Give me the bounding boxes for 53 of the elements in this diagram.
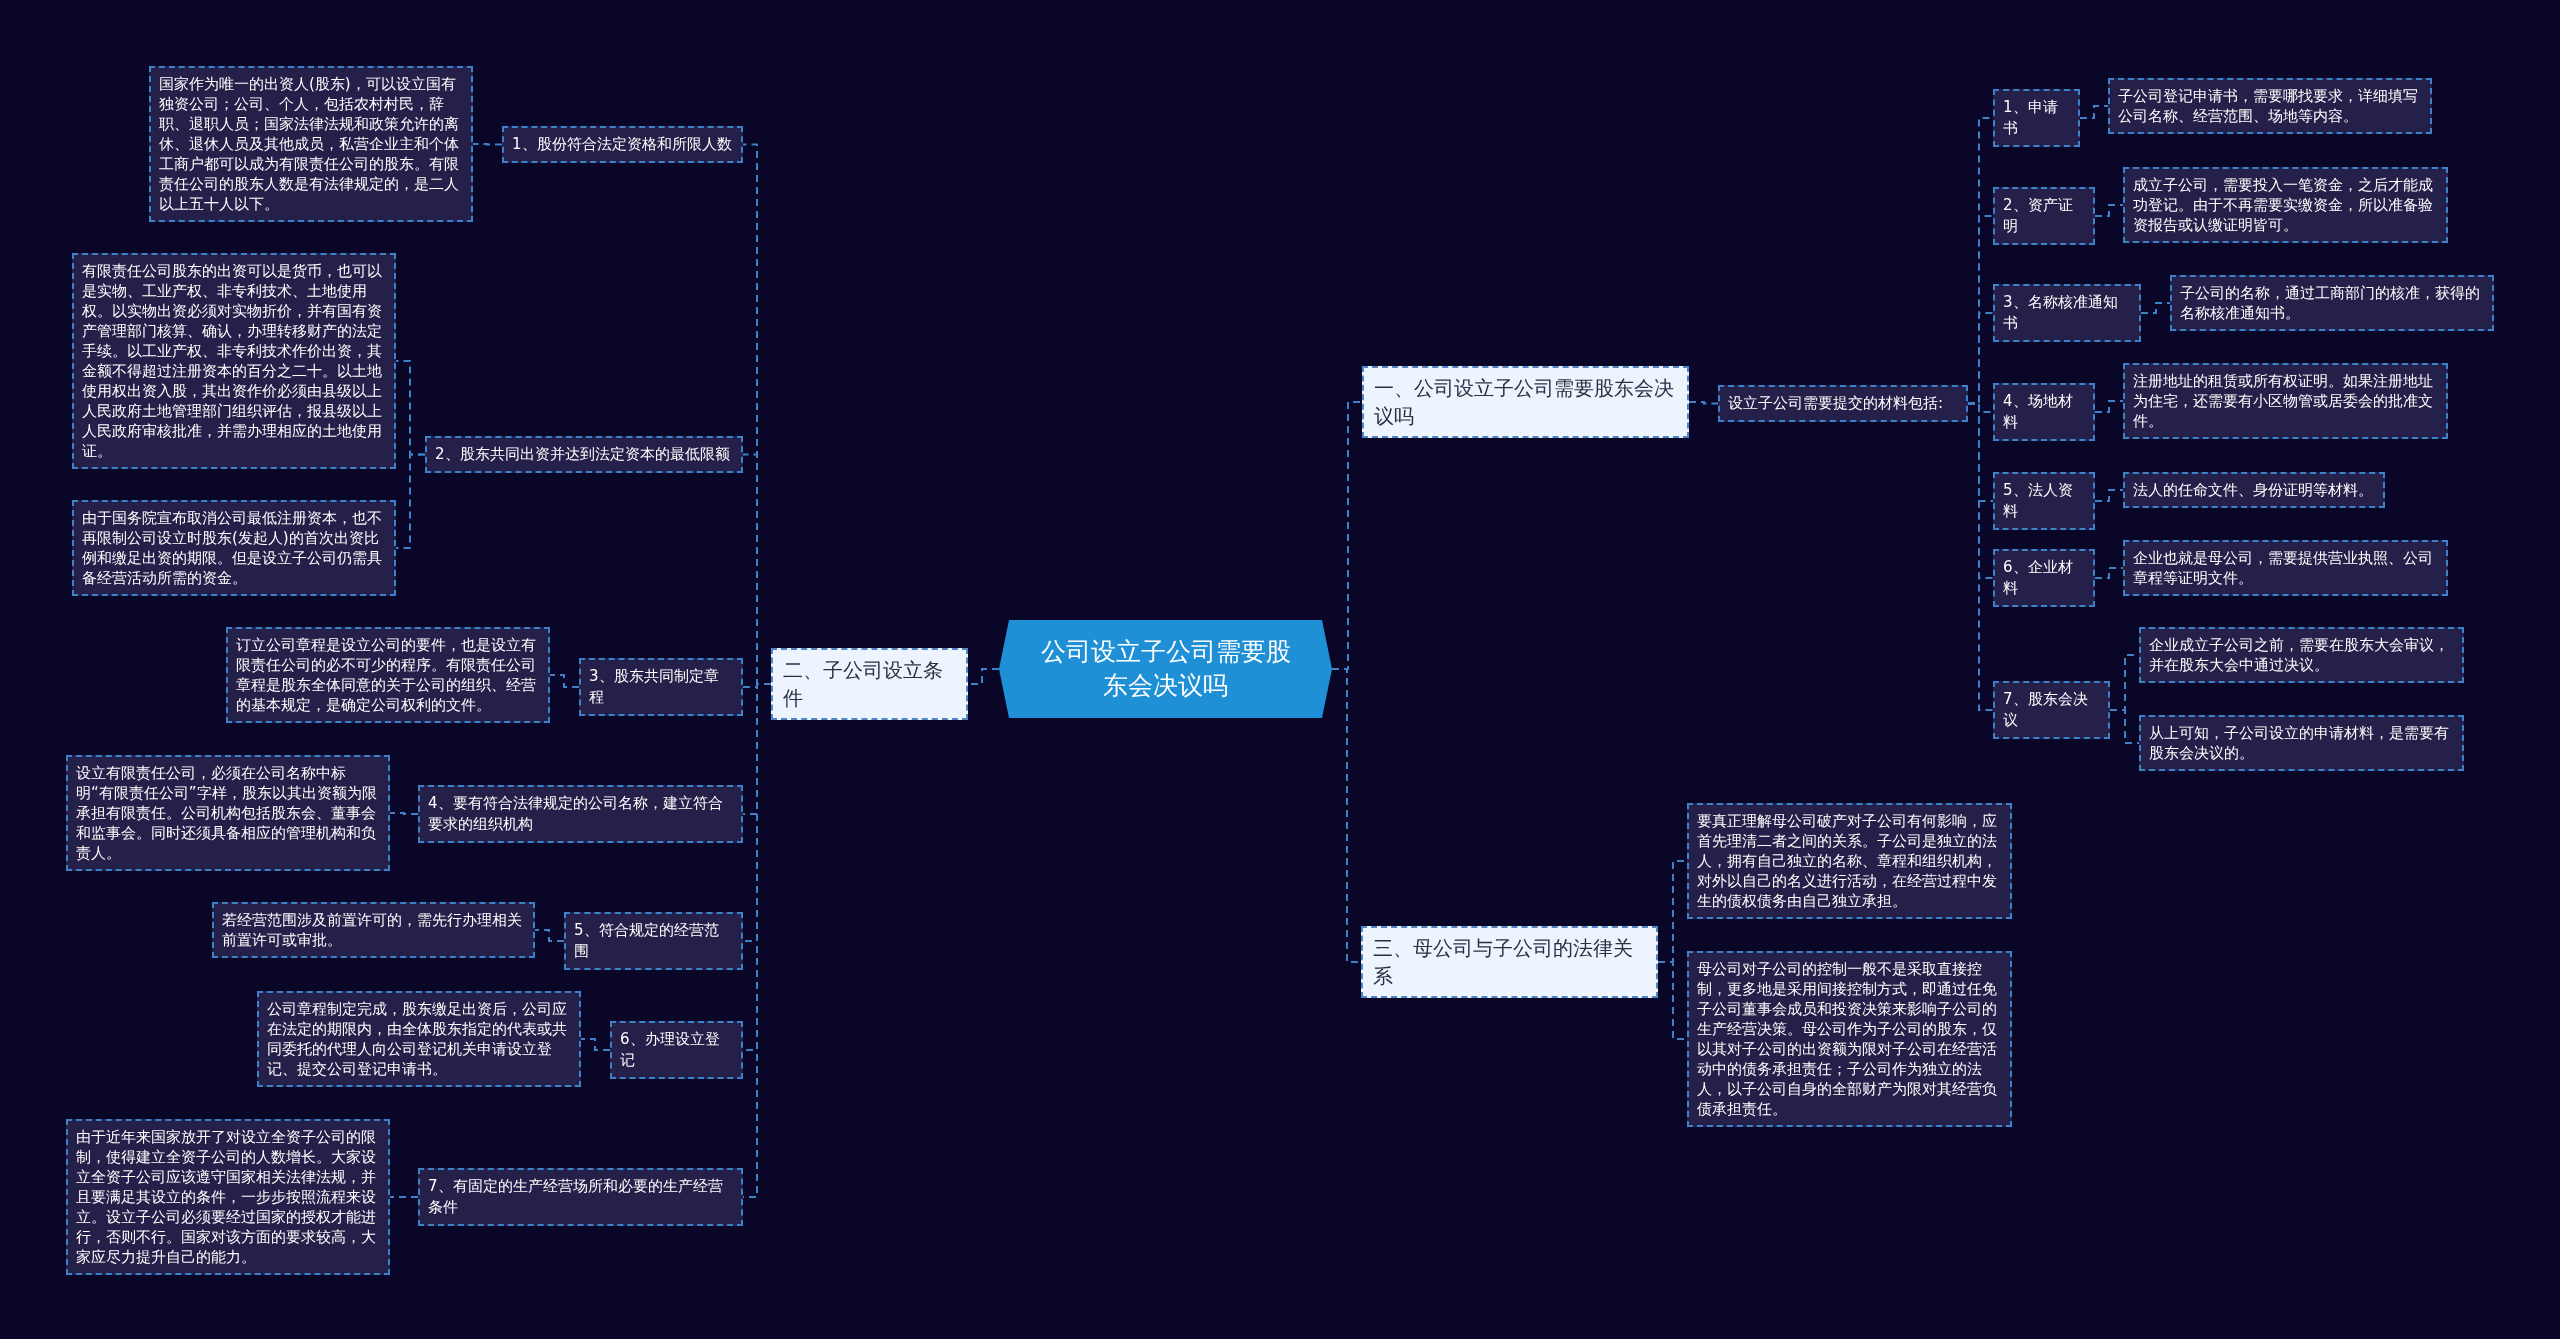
detail-note-box: 企业也就是母公司，需要提供营业执照、公司章程等证明文件。 [2123, 540, 2448, 596]
connector-line [549, 674, 580, 688]
connector-line [2094, 204, 2124, 217]
connector-line [389, 812, 419, 815]
detail-note-box: 若经营范围涉及前置许可的，需先行办理相关前置许可或审批。 [212, 902, 535, 958]
detail-note-box: 由于近年来国家放开了对设立全资子公司的限制，使得建立全资子公司的人数增长。大家设立全资子公司应该遵守国家相关法律法规，并且要满足其设立的条件，一步步按照流程来设立。设立子公司必须要经过国家的授权才能进行，否则不行。国家对该方面的要求较高，大家应尽力提升自己的能力。 [66, 1119, 390, 1275]
connector-line [2140, 302, 2171, 314]
subtopic-box: 1、申请书 [1993, 89, 2080, 147]
subtopic-box: 4、要有符合法律规定的公司名称，建立符合要求的组织机构 [418, 785, 743, 843]
subtopic-box: 7、有固定的生产经营场所和必要的生产经营条件 [418, 1168, 743, 1226]
branch-topic-box: 三、母公司与子公司的法律关系 [1361, 926, 1658, 998]
connector-line [2079, 105, 2109, 119]
detail-note-box: 有限责任公司股东的出资可以是货币，也可以是实物、工业产权、非专利技术、土地使用权。以实物出资必须对实物折价，并有国有资产管理部门核算、确认，办理转移财产的法定手续。以工业产权、非专利技术作价出资，其金额不得超过注册资本的百分之二十。以土地使用权出资入股，其出资作价必须由县级以上人民政府土地管理部门组织评估，报县级以上人民政府审核批准，并需办理相应的土地使用证。 [72, 253, 396, 469]
detail-note-box: 子公司的名称，通过工商部门的核准，获得的名称核准通知书。 [2170, 275, 2494, 331]
subtopic-box: 3、名称核准通知书 [1993, 284, 2141, 342]
connector-line [2094, 489, 2124, 502]
connector-line [395, 453, 426, 549]
connector-line [1967, 402, 1994, 711]
subtopic-box: 设立子公司需要提交的材料包括: [1718, 385, 1968, 422]
connector-line [580, 1038, 611, 1051]
subtopic-box: 5、法人资料 [1993, 472, 2095, 530]
detail-note-box: 从上可知，子公司设立的申请材料，是需要有股东会决议的。 [2139, 715, 2464, 771]
connector-line [1688, 401, 1719, 405]
detail-note-box: 设立有限责任公司，必须在公司名称中标明“有限责任公司”字样，股东以其出资额为限承担有限责任。公司机构包括股东会、董事会和监事会。同时还须具备相应的管理机构和负责人。 [66, 755, 390, 871]
detail-note-box: 订立公司章程是设立公司的要件，也是设立有限责任公司的必不可少的程序。有限责任公司章程是股东全体同意的关于公司的组织、经营的基本规定，是确定公司权利的文件。 [226, 627, 550, 723]
detail-note-box: 法人的任命文件、身份证明等材料。 [2123, 472, 2385, 508]
detail-note-box: 公司章程制定完成，股东缴足出资后，公司应在法定的期限内，由全体股东指定的代表或共同委托的代理人向公司登记机关申请设立登记、提交公司登记申请书。 [257, 991, 581, 1087]
subtopic-box: 2、股东共同出资并达到法定资本的最低限额 [425, 436, 743, 473]
subtopic-box: 6、办理设立登记 [610, 1021, 743, 1079]
subtopic-box: 6、企业材料 [1993, 549, 2095, 607]
detail-note-box: 子公司登记申请书，需要哪找要求，详细填写公司名称、经营范围、场地等内容。 [2108, 78, 2432, 134]
subtopic-box: 5、符合规定的经营范围 [564, 912, 743, 970]
detail-note-box: 企业成立子公司之前，需要在股东大会审议，并在股东大会中通过决议。 [2139, 627, 2464, 683]
detail-note-box: 由于国务院宣布取消公司最低注册资本，也不再限制公司设立时股东(发起人)的首次出资比例和缴足出资的期限。但是设立子公司仍需具备经营活动所需的资金。 [72, 500, 396, 596]
detail-note-box: 国家作为唯一的出资人(股东)，可以设立国有独资公司；公司、个人，包括农村村民，辞职、退职人员；国家法律法规和政策允许的离休、退休人员及其他成员，私营企业主和个体工商户都可以成为有限责任公司的股东。有限责任公司的股东人数是有法律规定的，是二人以上五十人以下。 [149, 66, 473, 222]
connector-line [2094, 400, 2124, 413]
subtopic-box: 1、股份符合法定资格和所限人数 [502, 126, 743, 163]
detail-note-box: 注册地址的租赁或所有权证明。如果注册地址为住宅，还需要有小区物管或居委会的批准文件。 [2123, 363, 2448, 439]
connector-line [2094, 567, 2124, 579]
subtopic-box: 3、股东共同制定章程 [579, 658, 743, 716]
central-topic-hexagon: 公司设立子公司需要股东会决议吗 [999, 620, 1332, 718]
subtopic-box: 2、资产证明 [1993, 187, 2095, 245]
connector-line [534, 929, 565, 942]
connector-line [2109, 709, 2140, 744]
detail-note-box: 成立子公司，需要投入一笔资金，之后才能成功登记。由于不再需要实缴资金，所以准备验资报告或认缴证明皆可。 [2123, 167, 2448, 243]
subtopic-box: 7、股东会决议 [1993, 681, 2110, 739]
branch-topic-box: 一、公司设立子公司需要股东会决议吗 [1362, 366, 1689, 438]
detail-note-box: 母公司对子公司的控制一般不是采取直接控制，更多地是采用间接控制方式，即通过任免子公司董事会成员和投资决策来影响子公司的生产经营决策。母公司作为子公司的股东，仅以其对子公司的出资额为限对子公司在经营活动中的债务承担责任；子公司作为独立的法人，以子公司自身的全部财产为限对其经营负债承担责任。 [1687, 951, 2012, 1127]
connector-line [472, 143, 503, 146]
connector-line [389, 1196, 419, 1198]
detail-note-box: 要真正理解母公司破产对子公司有何影响，应首先理清二者之间的关系。子公司是独立的法人，拥有自己独立的名称、章程和组织机构，对外以自己的名义进行活动，在经营过程中发生的债权债务由自己独立承担。 [1687, 803, 2012, 919]
branch-topic-box: 二、子公司设立条件 [771, 648, 968, 720]
subtopic-box: 4、场地材料 [1993, 383, 2095, 441]
